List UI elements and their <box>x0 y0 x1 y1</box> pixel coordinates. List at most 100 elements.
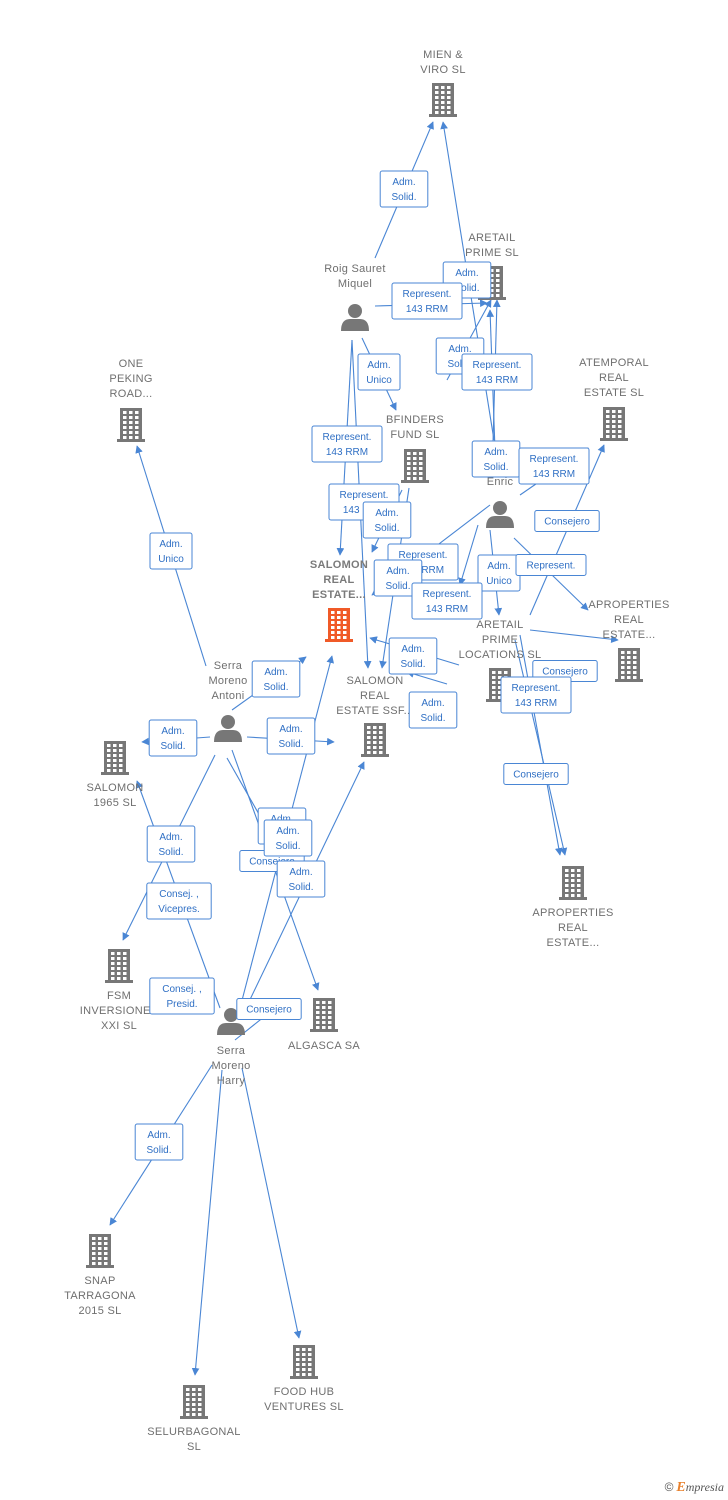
edge-label-text: Solid. <box>278 739 303 750</box>
edge-label[interactable]: Adm.Solid. <box>251 660 301 698</box>
node-label: ATEMPORAL <box>579 357 649 369</box>
node-label: FOOD HUB <box>274 1386 334 1398</box>
edge-label[interactable]: Represent.143 RRM <box>461 353 533 391</box>
edge-label[interactable]: Represent.143 RRM <box>411 582 483 620</box>
edge-label[interactable]: Adm.Solid. <box>373 559 423 597</box>
edge-label-text: Adm. <box>159 539 182 550</box>
edge-label-text: Adm. <box>386 566 409 577</box>
building-icon[interactable] <box>559 866 587 900</box>
edge-label-text: Consejero <box>513 770 559 781</box>
edge-label[interactable]: Represent.143 RRM <box>518 447 590 485</box>
edge-label-text: Unico <box>366 375 392 386</box>
node-one-peking[interactable]: ONEPEKINGROAD... <box>109 358 152 442</box>
edge-label-box <box>362 501 412 539</box>
edge-label[interactable]: Adm.Solid. <box>471 440 521 478</box>
edge-label[interactable]: Adm.Unico <box>477 554 521 592</box>
edge-label-text: 143 RRM <box>476 375 518 386</box>
node-label: REAL <box>360 690 390 702</box>
edge-label[interactable]: Adm.Solid. <box>388 637 438 675</box>
edge-label-text: Solid. <box>275 841 300 852</box>
node-algasca[interactable]: ALGASCA SA <box>288 998 360 1052</box>
building-icon[interactable] <box>325 608 353 642</box>
edge-label[interactable]: Consejero <box>534 510 600 532</box>
edge-label-box <box>236 998 302 1020</box>
node-label: Enric <box>487 476 514 488</box>
edge-label[interactable]: Represent.143 RRM <box>391 282 463 320</box>
brand-initial: E <box>676 1480 686 1495</box>
building-icon[interactable] <box>290 1345 318 1379</box>
brand-rest: mpresia <box>685 1480 724 1494</box>
edge-label-text: Solid. <box>263 682 288 693</box>
edge-label[interactable]: Adm.Solid. <box>362 501 412 539</box>
edge-label-box <box>388 637 438 675</box>
edge-label[interactable]: Consej. ,Presid. <box>149 977 215 1015</box>
edge-label[interactable]: Adm.Unico <box>149 532 193 570</box>
edge-label[interactable]: Consejero <box>236 998 302 1020</box>
node-label: ALGASCA SA <box>288 1040 360 1052</box>
edge-label[interactable]: Adm.Unico <box>357 353 401 391</box>
edge-label-text: Solid. <box>483 462 508 473</box>
edge-label[interactable]: Adm. Solid. <box>263 819 313 857</box>
person-icon[interactable] <box>486 501 514 528</box>
node-label: SL <box>187 1441 201 1453</box>
person-icon[interactable] <box>217 1008 245 1035</box>
building-icon[interactable] <box>361 723 389 757</box>
edge-label-box <box>134 1123 184 1161</box>
edge-label-text: Consejero <box>246 1005 292 1016</box>
building-icon[interactable] <box>401 449 429 483</box>
building-icon[interactable] <box>615 648 643 682</box>
building-icon[interactable] <box>101 741 129 775</box>
node-label: PEKING <box>109 373 152 385</box>
node-label: PRIME SL <box>465 247 519 259</box>
edge-label-box <box>391 282 463 320</box>
edge-label-text: Represent. <box>323 432 372 443</box>
edge-label[interactable]: Adm.Solid. <box>408 691 458 729</box>
building-icon[interactable] <box>180 1385 208 1419</box>
edge-label[interactable]: Consejero <box>503 763 569 785</box>
edge-label[interactable]: Adm.Solid. <box>146 825 196 863</box>
node-label: SNAP <box>84 1275 115 1287</box>
edge-label-text: Adm. <box>276 826 299 837</box>
edge-label[interactable]: Adm.Solid. <box>266 717 316 755</box>
node-label: TARRAGONA <box>64 1290 136 1302</box>
building-icon[interactable] <box>105 949 133 983</box>
edge-label[interactable]: Adm.Solid. <box>276 860 326 898</box>
edge-label[interactable]: Represent.143 RRM <box>500 676 572 714</box>
edge-label[interactable]: Consej. ,Vicepres. <box>146 882 212 920</box>
node-aproperties1[interactable]: APROPERTIESREALESTATE... <box>588 599 669 682</box>
node-salomon-focus[interactable]: SALOMONREALESTATE... <box>310 559 368 642</box>
edge-label-text: Consej. , <box>162 984 201 995</box>
building-icon[interactable] <box>600 407 628 441</box>
edge-label[interactable]: Represent. <box>515 554 587 576</box>
node-label: XXI SL <box>101 1020 137 1032</box>
edge-label-box <box>276 860 326 898</box>
edge-label-text: Represent. <box>399 550 448 561</box>
building-icon[interactable] <box>310 998 338 1032</box>
building-icon[interactable] <box>86 1234 114 1268</box>
node-aproperties2[interactable]: APROPERTIESREALESTATE... <box>532 866 613 949</box>
node-mien[interactable]: MIEN &VIRO SL <box>420 49 466 117</box>
node-enric[interactable]: Enric <box>486 476 514 528</box>
relation-edge <box>529 629 619 644</box>
edge-label[interactable]: Adm.Solid. <box>148 719 198 757</box>
person-icon[interactable] <box>341 304 369 331</box>
edge-label[interactable]: Represent.143 RRM <box>311 425 383 463</box>
edge-label[interactable]: Adm.Solid. <box>379 170 429 208</box>
person-icon[interactable] <box>214 715 242 742</box>
building-icon[interactable] <box>429 83 457 117</box>
building-icon[interactable] <box>117 408 145 442</box>
edge-label-box <box>503 763 569 785</box>
edge-label-box <box>148 719 198 757</box>
edge-label[interactable]: Adm.Solid. <box>134 1123 184 1161</box>
